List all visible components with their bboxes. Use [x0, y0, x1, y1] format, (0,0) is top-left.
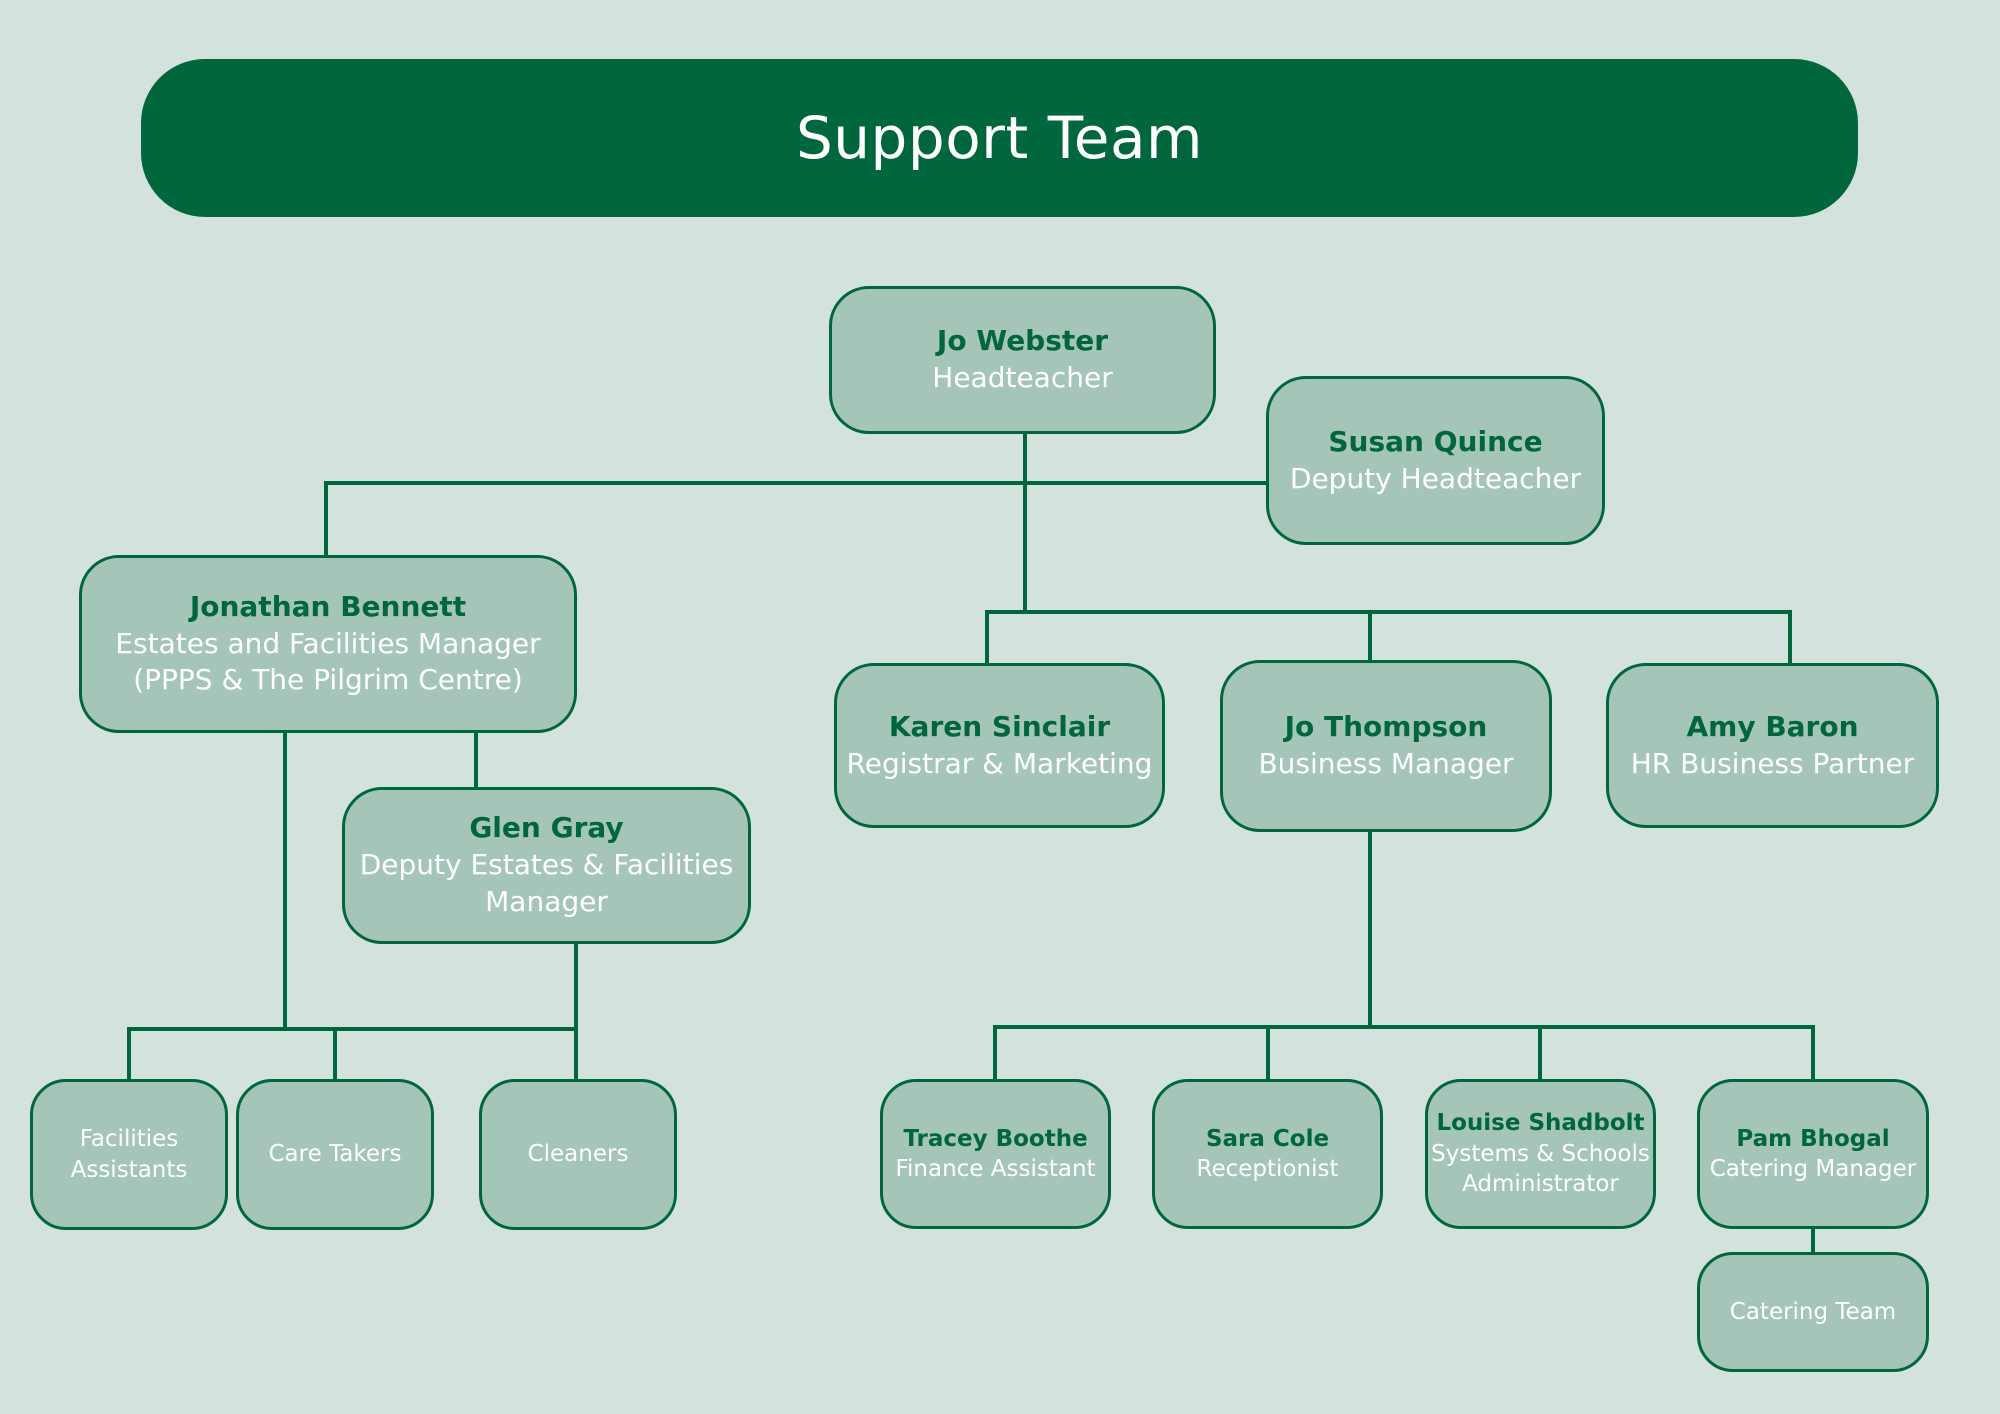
node-name: Tracey Boothe: [903, 1125, 1088, 1152]
node-role: Systems & Schools: [1431, 1140, 1650, 1167]
node-role: Catering Team: [1729, 1298, 1897, 1325]
node-name: Karen Sinclair: [888, 709, 1111, 743]
node-role-line2: Administrator: [1462, 1171, 1619, 1198]
node-name: Louise Shadbolt: [1436, 1110, 1645, 1137]
node-name: Jo Webster: [936, 324, 1109, 358]
node-role: Deputy Estates & Facilities: [359, 848, 734, 882]
node-name: Amy Baron: [1686, 709, 1859, 743]
node-role: Headteacher: [932, 361, 1113, 394]
node-sara-cole: Sara Cole Receptionist: [1152, 1079, 1383, 1229]
node-catering-team: Catering Team: [1697, 1252, 1929, 1372]
node-glen-gray: Glen Gray Deputy Estates & Facilities Ma…: [342, 787, 751, 944]
node-role: Registrar & Marketing: [846, 746, 1153, 780]
node-role: HR Business Partner: [1630, 746, 1915, 780]
node-role: Catering Manager: [1709, 1156, 1917, 1182]
node-role-line2: (PPPS & The Pilgrim Centre): [133, 663, 523, 697]
node-role: Care Takers: [268, 1141, 402, 1168]
node-name: Jonathan Bennett: [189, 589, 467, 623]
node-role-line2: Manager: [485, 884, 608, 918]
node-name: Susan Quince: [1328, 424, 1543, 458]
node-amy-baron: Amy Baron HR Business Partner: [1606, 663, 1939, 828]
node-role: Finance Assistant: [895, 1156, 1096, 1182]
node-role: Receptionist: [1196, 1156, 1339, 1182]
node-louise-shadbolt: Louise Shadbolt Systems & Schools Admini…: [1425, 1079, 1656, 1229]
node-name: Glen Gray: [469, 811, 624, 845]
node-role: Facilities: [79, 1126, 179, 1153]
node-karen-sinclair: Karen Sinclair Registrar & Marketing: [834, 663, 1165, 828]
node-jo-thompson: Jo Thompson Business Manager: [1220, 660, 1552, 832]
node-role: Business Manager: [1258, 747, 1514, 780]
page-title: Support Team: [795, 104, 1203, 172]
node-name: Sara Cole: [1205, 1125, 1330, 1152]
node-role: Cleaners: [527, 1141, 629, 1168]
title-banner: Support Team: [141, 59, 1858, 217]
node-facilities-assistants: Facilities Assistants: [30, 1079, 228, 1230]
node-tracey-boothe: Tracey Boothe Finance Assistant: [880, 1079, 1111, 1229]
node-name: Pam Bhogal: [1736, 1125, 1890, 1152]
node-name: Jo Thompson: [1284, 710, 1488, 744]
node-cleaners: Cleaners: [479, 1079, 677, 1230]
node-pam-bhogal: Pam Bhogal Catering Manager: [1697, 1079, 1929, 1229]
node-care-takers: Care Takers: [236, 1079, 434, 1230]
node-role: Deputy Headteacher: [1289, 461, 1582, 495]
node-jonathan-bennett: Jonathan Bennett Estates and Facilities …: [79, 555, 577, 733]
node-susan-quince: Susan Quince Deputy Headteacher: [1266, 376, 1605, 545]
node-role-line2: Assistants: [70, 1156, 188, 1183]
node-role: Estates and Facilities Manager: [115, 626, 541, 660]
node-jo-webster: Jo Webster Headteacher: [829, 286, 1216, 434]
